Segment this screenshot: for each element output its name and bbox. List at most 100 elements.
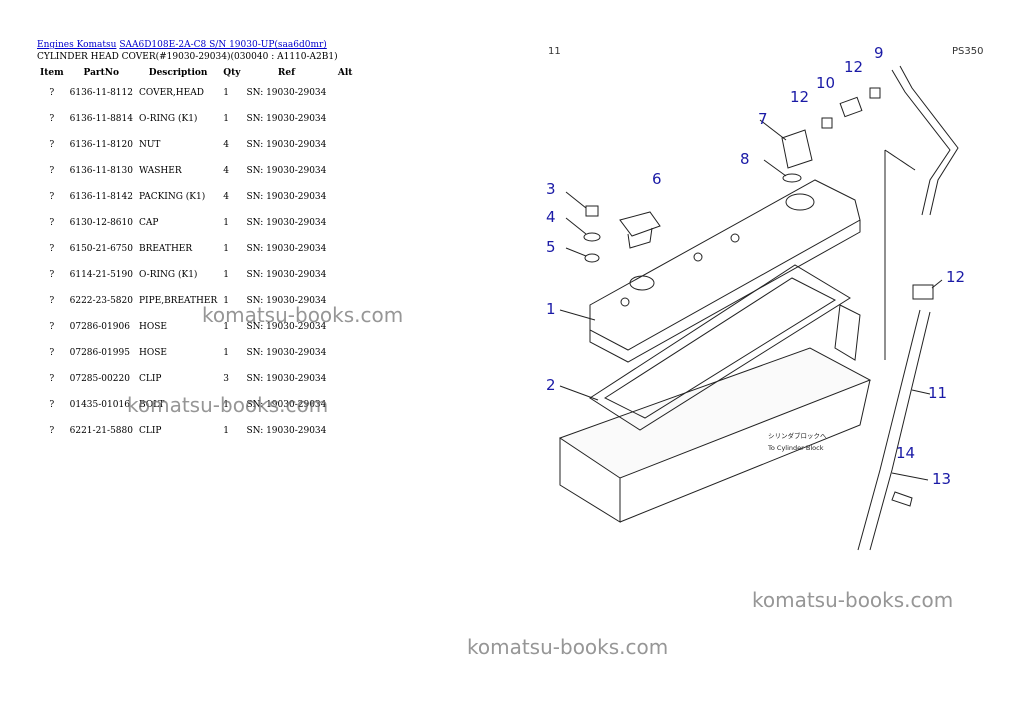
callout-10: 10 <box>816 74 835 92</box>
cell-qty: 1 <box>223 244 229 254</box>
cell-description: PACKING (K1) <box>138 192 206 202</box>
stud-hole <box>620 297 630 307</box>
cell-partno: 6136-11-8120 <box>69 140 133 150</box>
stud-hole <box>730 233 740 243</box>
bolt-shape <box>891 491 913 507</box>
cell-alt <box>329 314 355 340</box>
col-header-ref: Ref <box>277 68 295 78</box>
cell-qty: 4 <box>223 166 229 176</box>
cell-partno: 6114-21-5190 <box>69 270 133 280</box>
cell-description: O-RING (K1) <box>138 114 198 124</box>
diagram-code: PS350 <box>952 46 983 57</box>
cell-ref: SN: 19030-29034 <box>246 166 327 176</box>
diagram-annotation-jp: シリンダブロックへ <box>768 431 827 440</box>
parts-table: Item PartNo Description Qty Ref Alt ? 613… <box>37 66 355 444</box>
watermark: komatsu-books.com <box>752 588 954 612</box>
cell-item: ? <box>49 88 55 98</box>
breadcrumb-link-engines[interactable]: Engines Komatsu <box>37 40 117 50</box>
cell-partno: 07286-01906 <box>69 322 130 332</box>
stud-hole <box>693 252 703 262</box>
breather-shape <box>781 129 813 169</box>
cell-alt <box>329 132 355 158</box>
cell-item: ? <box>49 244 55 254</box>
callout-leader <box>931 279 943 289</box>
gasket-outline <box>589 264 851 431</box>
cell-item: ? <box>49 140 55 150</box>
hose-shape <box>839 96 863 118</box>
callout-leader <box>759 119 787 141</box>
cell-alt <box>329 106 355 132</box>
cell-alt <box>329 80 355 106</box>
cell-description: NUT <box>138 140 161 150</box>
oil-filler-neck <box>629 275 655 291</box>
callout-12-mid: 12 <box>790 88 809 106</box>
exploded-parts-diagram: 11 PS350 <box>546 44 983 551</box>
col-header-qty: Qty <box>223 68 241 78</box>
cell-partno: 01435-01016 <box>69 400 130 410</box>
callout-11: 11 <box>928 384 947 402</box>
cell-description: CAP <box>138 218 159 228</box>
cell-ref: SN: 19030-29034 <box>246 270 327 280</box>
cell-ref: SN: 19030-29034 <box>246 348 327 358</box>
cylinder-block-side <box>619 379 871 523</box>
cell-partno: 07286-01995 <box>69 348 130 358</box>
callout-5: 5 <box>546 238 556 256</box>
callout-2: 2 <box>546 376 556 394</box>
cell-alt <box>329 366 355 392</box>
callout-6: 6 <box>652 170 662 188</box>
gasket-inner <box>603 277 837 419</box>
table-header-row: Item PartNo Description Qty Ref Alt <box>37 66 355 80</box>
washer-shape <box>583 232 601 242</box>
packing-shape <box>584 253 600 263</box>
cell-qty: 1 <box>223 218 229 228</box>
cell-item: ? <box>49 270 55 280</box>
cell-ref: SN: 19030-29034 <box>246 88 327 98</box>
cell-qty: 1 <box>223 296 229 306</box>
lower-clip-shape <box>912 284 934 300</box>
callout-9: 9 <box>874 44 884 62</box>
cell-ref: SN: 19030-29034 <box>246 114 327 124</box>
cell-description: O-RING (K1) <box>138 270 198 280</box>
callout-4: 4 <box>546 208 556 226</box>
bracket-line <box>884 149 916 360</box>
oil-cap-body <box>627 227 653 249</box>
breadcrumb: Engines Komatsu SAA6D108E-2A-C8 S/N 1903… <box>37 40 327 50</box>
cell-qty: 1 <box>223 114 229 124</box>
breadcrumb-link-model[interactable]: SAA6D108E-2A-C8 S/N 19030-UP(saa6d0mr) <box>119 40 327 50</box>
cylinder-block-shape <box>558 347 872 479</box>
cell-partno: 6130-12-8610 <box>69 218 133 228</box>
oil-cap-shape <box>619 211 661 237</box>
cell-item: ? <box>49 218 55 228</box>
diagram-annotation-en: To Cylinder Block <box>767 444 824 452</box>
cell-ref: SN: 19030-29034 <box>246 296 327 306</box>
cell-partno: 6136-11-8130 <box>69 166 133 176</box>
cell-alt <box>329 340 355 366</box>
cylinder-block-front <box>559 438 621 523</box>
cell-ref: SN: 19030-29034 <box>246 322 327 332</box>
cell-description: COVER,HEAD <box>138 88 204 98</box>
cell-description: BREATHER <box>138 244 193 254</box>
cell-qty: 4 <box>223 192 229 202</box>
cell-partno: 07285-00220 <box>69 374 130 384</box>
callout-12-lower: 12 <box>946 268 965 286</box>
breather-pipe-upper-edge <box>899 65 959 216</box>
cell-item: ? <box>49 348 55 358</box>
cell-ref: SN: 19030-29034 <box>246 400 327 410</box>
cell-ref: SN: 19030-29034 <box>246 140 327 150</box>
cell-qty: 1 <box>223 88 229 98</box>
callout-leader <box>559 385 599 401</box>
cell-description: CLIP <box>138 374 162 384</box>
cell-partno: 6150-21-6750 <box>69 244 133 254</box>
cell-item: ? <box>49 322 55 332</box>
cell-partno: 6136-11-8112 <box>69 88 133 98</box>
head-cover-side <box>589 220 861 363</box>
cell-ref: SN: 19030-29034 <box>246 426 327 436</box>
cell-description: CLIP <box>138 426 162 436</box>
